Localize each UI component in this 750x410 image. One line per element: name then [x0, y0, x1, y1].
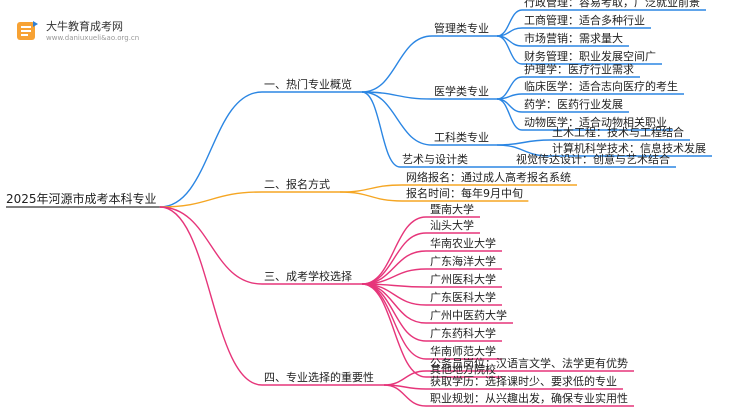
leaf-node: 工商管理：适合多种行业	[524, 13, 645, 27]
leaf-node: 汕头大学	[430, 218, 474, 232]
leaf-node: 广东医科大学	[430, 290, 496, 304]
leaf-node: 计算机科学技术：信息技术发展	[552, 141, 706, 155]
category-connector	[361, 35, 433, 93]
category-connector	[361, 91, 401, 168]
category-node: 工科类专业	[434, 130, 489, 144]
leaf-node: 视觉传达设计：创意与艺术结合	[516, 152, 670, 166]
branch-connector	[159, 191, 263, 208]
leaf-connector	[383, 370, 427, 386]
leaf-node: 药学：医药行业发展	[524, 97, 623, 111]
nodes: 2025年河源市成考本科专业 一、热门专业概览 管理类专业 行政管理：容易考取，广泛就…	[6, 0, 706, 405]
category-node: 艺术与设计类	[402, 152, 468, 166]
leaf-connector	[383, 384, 427, 407]
leaf-connector	[361, 250, 427, 285]
leaf-connector	[361, 283, 427, 378]
book-logo-icon	[17, 21, 38, 40]
leaf-node: 广州中医药大学	[430, 308, 507, 322]
leaf-connector	[496, 35, 523, 65]
leaf-connector	[496, 93, 523, 100]
leaf-connector	[361, 283, 427, 324]
category-connector	[361, 91, 433, 100]
leaf-node: 其他地方院校	[430, 362, 496, 376]
logo-title: 大牛教育成考网	[46, 20, 123, 33]
leaf-connector	[496, 98, 523, 131]
category-node: 管理类专业	[434, 21, 489, 35]
leaf-connector	[496, 144, 551, 157]
logo-url: www.daniuxueli&ao.org.cn	[46, 34, 140, 42]
leaf-node: 市场营销：需求量大	[524, 31, 623, 45]
branch-connector	[159, 91, 263, 208]
leaf-node: 广东海洋大学	[430, 254, 496, 268]
branch-node: 一、热门专业概览	[264, 77, 352, 91]
branch-connector	[159, 206, 263, 285]
leaf-node: 公务员岗位：汉语言文学、法学更有优势	[430, 356, 628, 370]
leaf-node: 职业规划：从兴趣出发，确保专业实用性	[430, 391, 628, 405]
leaf-node: 报名时间：每年9月中旬	[406, 186, 523, 200]
leaf-connector	[339, 184, 403, 193]
leaf-node: 华南农业大学	[430, 236, 496, 250]
category-connector	[361, 91, 433, 146]
leaf-connector	[496, 98, 523, 113]
branch-node: 三、成考学校选择	[264, 269, 352, 283]
leaf-connector	[496, 139, 551, 146]
leaf-node: 网络报名：通过成人高考报名系统	[406, 170, 571, 184]
leaf-node: 土木工程：技术与工程结合	[552, 125, 684, 139]
leaf-node: 获取学历：选择课时少、要求低的专业	[430, 374, 617, 388]
leaf-node: 临床医学：适合志向医疗的考生	[524, 79, 678, 93]
category-node: 医学类专业	[434, 84, 489, 98]
branch-node: 二、报名方式	[264, 177, 330, 191]
leaf-node: 动物医学：适合动物相关职业	[524, 115, 667, 129]
leaf-connector	[339, 191, 403, 202]
leaf-connector	[361, 216, 427, 285]
leaf-node: 广州医科大学	[430, 272, 496, 286]
leaf-node: 华南师范大学	[430, 344, 496, 358]
leaf-node: 护理学：医疗行业需求	[524, 62, 634, 76]
connector-lines	[6, 9, 712, 407]
leaf-node: 广东药科大学	[430, 326, 496, 340]
branch-connector	[159, 206, 263, 386]
site-logo: 大牛教育成考网 www.daniuxueli&ao.org.cn	[14, 16, 154, 48]
leaf-node: 行政管理：容易考取，广泛就业前景	[524, 0, 700, 9]
leaf-node: 财务管理：职业发展空间广	[524, 49, 656, 63]
leaf-connector	[496, 76, 523, 100]
root-node: 2025年河源市成考本科专业	[6, 191, 157, 206]
branch-node: 四、专业选择的重要性	[264, 370, 374, 384]
leaf-node: 暨南大学	[430, 202, 474, 216]
